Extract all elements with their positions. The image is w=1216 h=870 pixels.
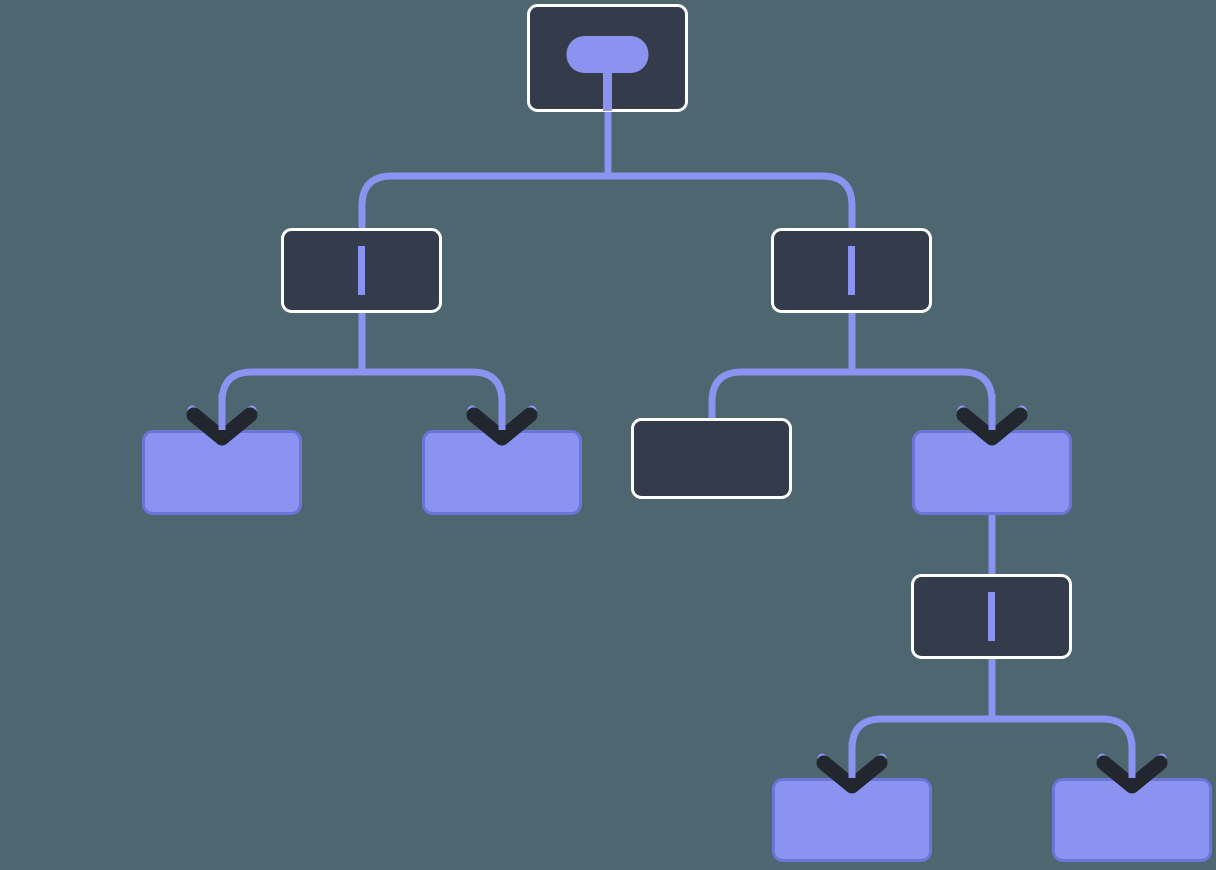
arrowhead-leaf-6: [1096, 742, 1168, 794]
arrowhead-leaf-5-shaft: [848, 742, 856, 778]
edge-root-to-branch-right[interactable]: [608, 172, 856, 313]
dark-leaf-node-3-body[interactable]: [631, 418, 792, 499]
dark-leaf-node-3[interactable]: [631, 418, 792, 499]
arrowhead-leaf-5: [816, 742, 888, 794]
edge-root-to-branch-left[interactable]: [358, 172, 608, 313]
arrowhead-leaf-1: [186, 394, 258, 446]
arrowhead-leaf-1-shaft: [218, 394, 226, 430]
root-node[interactable]: [527, 4, 688, 112]
arrowhead-leaf-2-shaft: [498, 394, 506, 430]
edge-branch-right-to-dark-leaf-3[interactable]: [708, 368, 852, 420]
branch-node-left[interactable]: [281, 228, 442, 313]
arrowhead-leaf-1-head: [186, 407, 258, 446]
arrowhead-leaf-4-shaft: [988, 394, 996, 430]
arrowhead-leaf-6-shaft: [1128, 742, 1136, 778]
arrowhead-leaf-4: [956, 394, 1028, 446]
branch-node-left-through-line: [358, 246, 365, 295]
arrowhead-leaf-5-head: [816, 755, 888, 794]
branch-node-right-through-line: [848, 246, 855, 295]
arrowhead-leaf-4-head: [956, 407, 1028, 446]
arrowhead-leaf-2-head: [466, 407, 538, 446]
arrowhead-leaf-6-head: [1096, 755, 1168, 794]
node-layer: [142, 4, 1212, 862]
arrow-layer: [186, 394, 1168, 794]
branch-node-right[interactable]: [771, 228, 932, 313]
arrowhead-leaf-2: [466, 394, 538, 446]
root-stem-marker: [603, 71, 612, 111]
root-pill-marker: [566, 36, 649, 73]
branch-node-deep-through-line: [988, 592, 995, 641]
branch-node-deep[interactable]: [911, 574, 1072, 659]
